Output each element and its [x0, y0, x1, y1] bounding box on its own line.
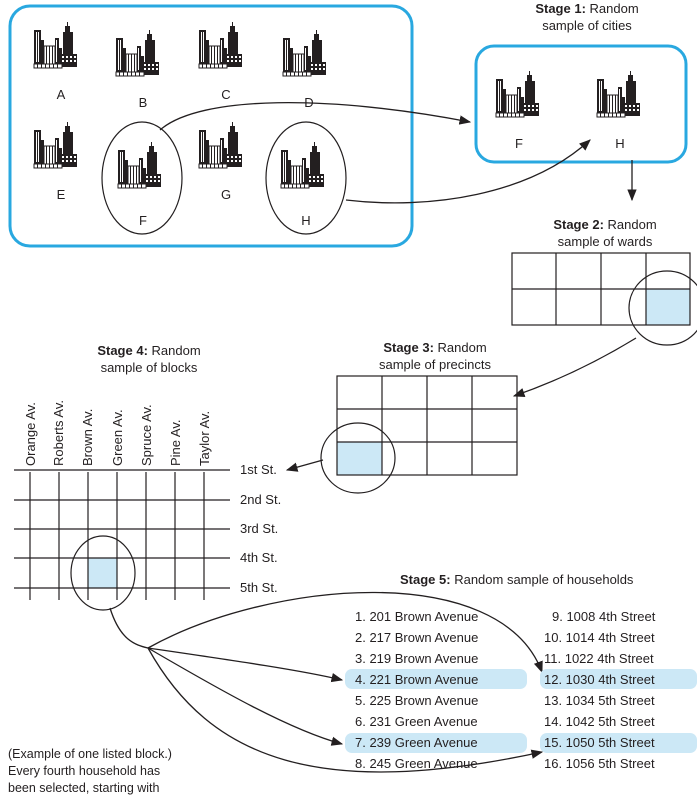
stage3-title: Stage 3: Random sample of precincts — [355, 339, 515, 373]
stage1-title-line2: sample of cities — [542, 18, 632, 33]
avenue-label-pine: Pine Av. — [168, 419, 183, 467]
household-item: 11. 1022 4th Street — [544, 651, 654, 666]
stage2-title-line2: sample of wards — [557, 234, 653, 249]
stage5-title: Stage 5: Random sample of households — [400, 573, 633, 586]
result-city-label-f: F — [515, 136, 523, 151]
household-item: 5. 225 Brown Avenue — [355, 693, 479, 708]
note-line: Every fourth household has — [8, 764, 161, 778]
arrow-to-household-4 — [147, 647, 344, 683]
stage2-title: Stage 2: Random sample of wards — [530, 216, 680, 250]
stage3-selected-precinct — [337, 442, 382, 475]
stage4-title: Stage 4: Random sample of blocks — [74, 342, 224, 376]
city-label-g: G — [220, 187, 232, 202]
stage1-title-bold: Stage 1: — [535, 1, 586, 16]
household-item: 13. 1034 5th Street — [544, 693, 655, 708]
result-city-label-h: H — [615, 136, 625, 151]
household-highlight-16 — [540, 733, 697, 753]
household-item: 1. 201 Brown Avenue — [355, 609, 479, 624]
household-item-selected: 4. 221 Brown Avenue — [355, 672, 479, 687]
household-highlight-12 — [540, 669, 697, 689]
arrow-to-stage4 — [285, 459, 324, 472]
stage4-selected-block — [88, 558, 117, 588]
note-line: (Example of one listed block.) — [8, 747, 172, 761]
stage4-title-bold: Stage 4: — [97, 343, 148, 358]
stage2-selection-oval — [628, 270, 697, 346]
stage3-precinct-grid — [336, 375, 518, 476]
stage4-title-rest: Random — [151, 343, 201, 358]
connector-block-to-list — [109, 607, 149, 649]
avenue-label-orange: Orange Av. — [23, 402, 38, 466]
stage1-result-box — [474, 44, 688, 164]
household-item: 15. 1050 5th Street — [544, 735, 655, 750]
city-label-d: D — [304, 95, 314, 110]
stage3-title-rest: Random — [437, 340, 487, 355]
arrow-to-stage3 — [512, 337, 637, 397]
stage5-title-bold: Stage 5: — [400, 572, 451, 587]
household-item-selected: 8. 245 Green Avenue — [355, 756, 478, 771]
avenue-label-spruce: Spruce Av. — [139, 404, 154, 466]
stage1-title: Stage 1: Random sample of cities — [512, 0, 662, 34]
city-label-f: F — [139, 213, 147, 228]
arrow-h-to-result — [345, 139, 591, 204]
street-label-4th: 4th St. — [240, 550, 278, 565]
street-label-1st: 1st St. — [240, 462, 277, 477]
avenue-label-green: Green Av. — [110, 409, 125, 466]
city-f-oval — [101, 121, 183, 235]
city-label-h: H — [301, 213, 311, 228]
household-item: 6. 231 Green Avenue — [355, 714, 478, 729]
stage1-cities-box — [8, 4, 414, 248]
stage2-title-bold: Stage 2: — [553, 217, 604, 232]
street-label-5th: 5th St. — [240, 580, 278, 595]
household-item: 9. 1008 4th Street — [552, 609, 656, 624]
stage2-ward-grid — [511, 252, 691, 326]
city-label-b: B — [138, 95, 148, 110]
stage2-title-rest: Random — [607, 217, 657, 232]
stage4-street-grid — [14, 469, 230, 600]
household-item: 7. 239 Green Avenue — [355, 735, 478, 750]
avenue-label-taylor: Taylor Av. — [197, 410, 212, 466]
street-label-3rd: 3rd St. — [240, 521, 279, 536]
household-item-selected: 12. 1030 4th Street — [544, 672, 655, 687]
household-item: 10. 1014 4th Street — [544, 630, 655, 645]
city-label-c: C — [221, 87, 231, 102]
stage5-title-rest: Random sample of households — [454, 572, 634, 587]
stage3-selection-oval — [320, 422, 396, 494]
household-item: 14. 1042 5th Street — [544, 714, 655, 729]
stage2-selected-ward — [646, 289, 690, 325]
stage1-title-rest: Random — [589, 1, 639, 16]
note-line: been selected, starting with — [8, 781, 160, 795]
arrow-to-household-16 — [147, 647, 544, 773]
arrow-to-household-12 — [147, 591, 543, 674]
arrow-to-household-8 — [147, 647, 344, 746]
avenue-label-roberts: Roberts Av. — [51, 400, 66, 466]
street-label-2nd: 2nd St. — [240, 492, 282, 507]
household-highlight-4 — [345, 669, 527, 689]
city-h-oval — [265, 121, 347, 235]
stage4-title-line2: sample of blocks — [100, 360, 198, 375]
household-item: 3. 219 Brown Avenue — [355, 651, 479, 666]
stage4-selection-oval — [70, 535, 136, 611]
avenue-label-brown: Brown Av. — [80, 408, 95, 466]
household-item: 2. 217 Brown Avenue — [355, 630, 479, 645]
household-highlight-8 — [345, 733, 527, 753]
stage3-title-line2: sample of precincts — [379, 357, 491, 372]
household-item-selected: 16. 1056 5th Street — [544, 756, 655, 771]
stage5-note: (Example of one listed block.) Every fou… — [8, 746, 172, 797]
arrow-f-to-result — [159, 102, 472, 131]
city-label-e: E — [56, 187, 66, 202]
city-label-a: A — [56, 87, 66, 102]
stage3-title-bold: Stage 3: — [383, 340, 434, 355]
